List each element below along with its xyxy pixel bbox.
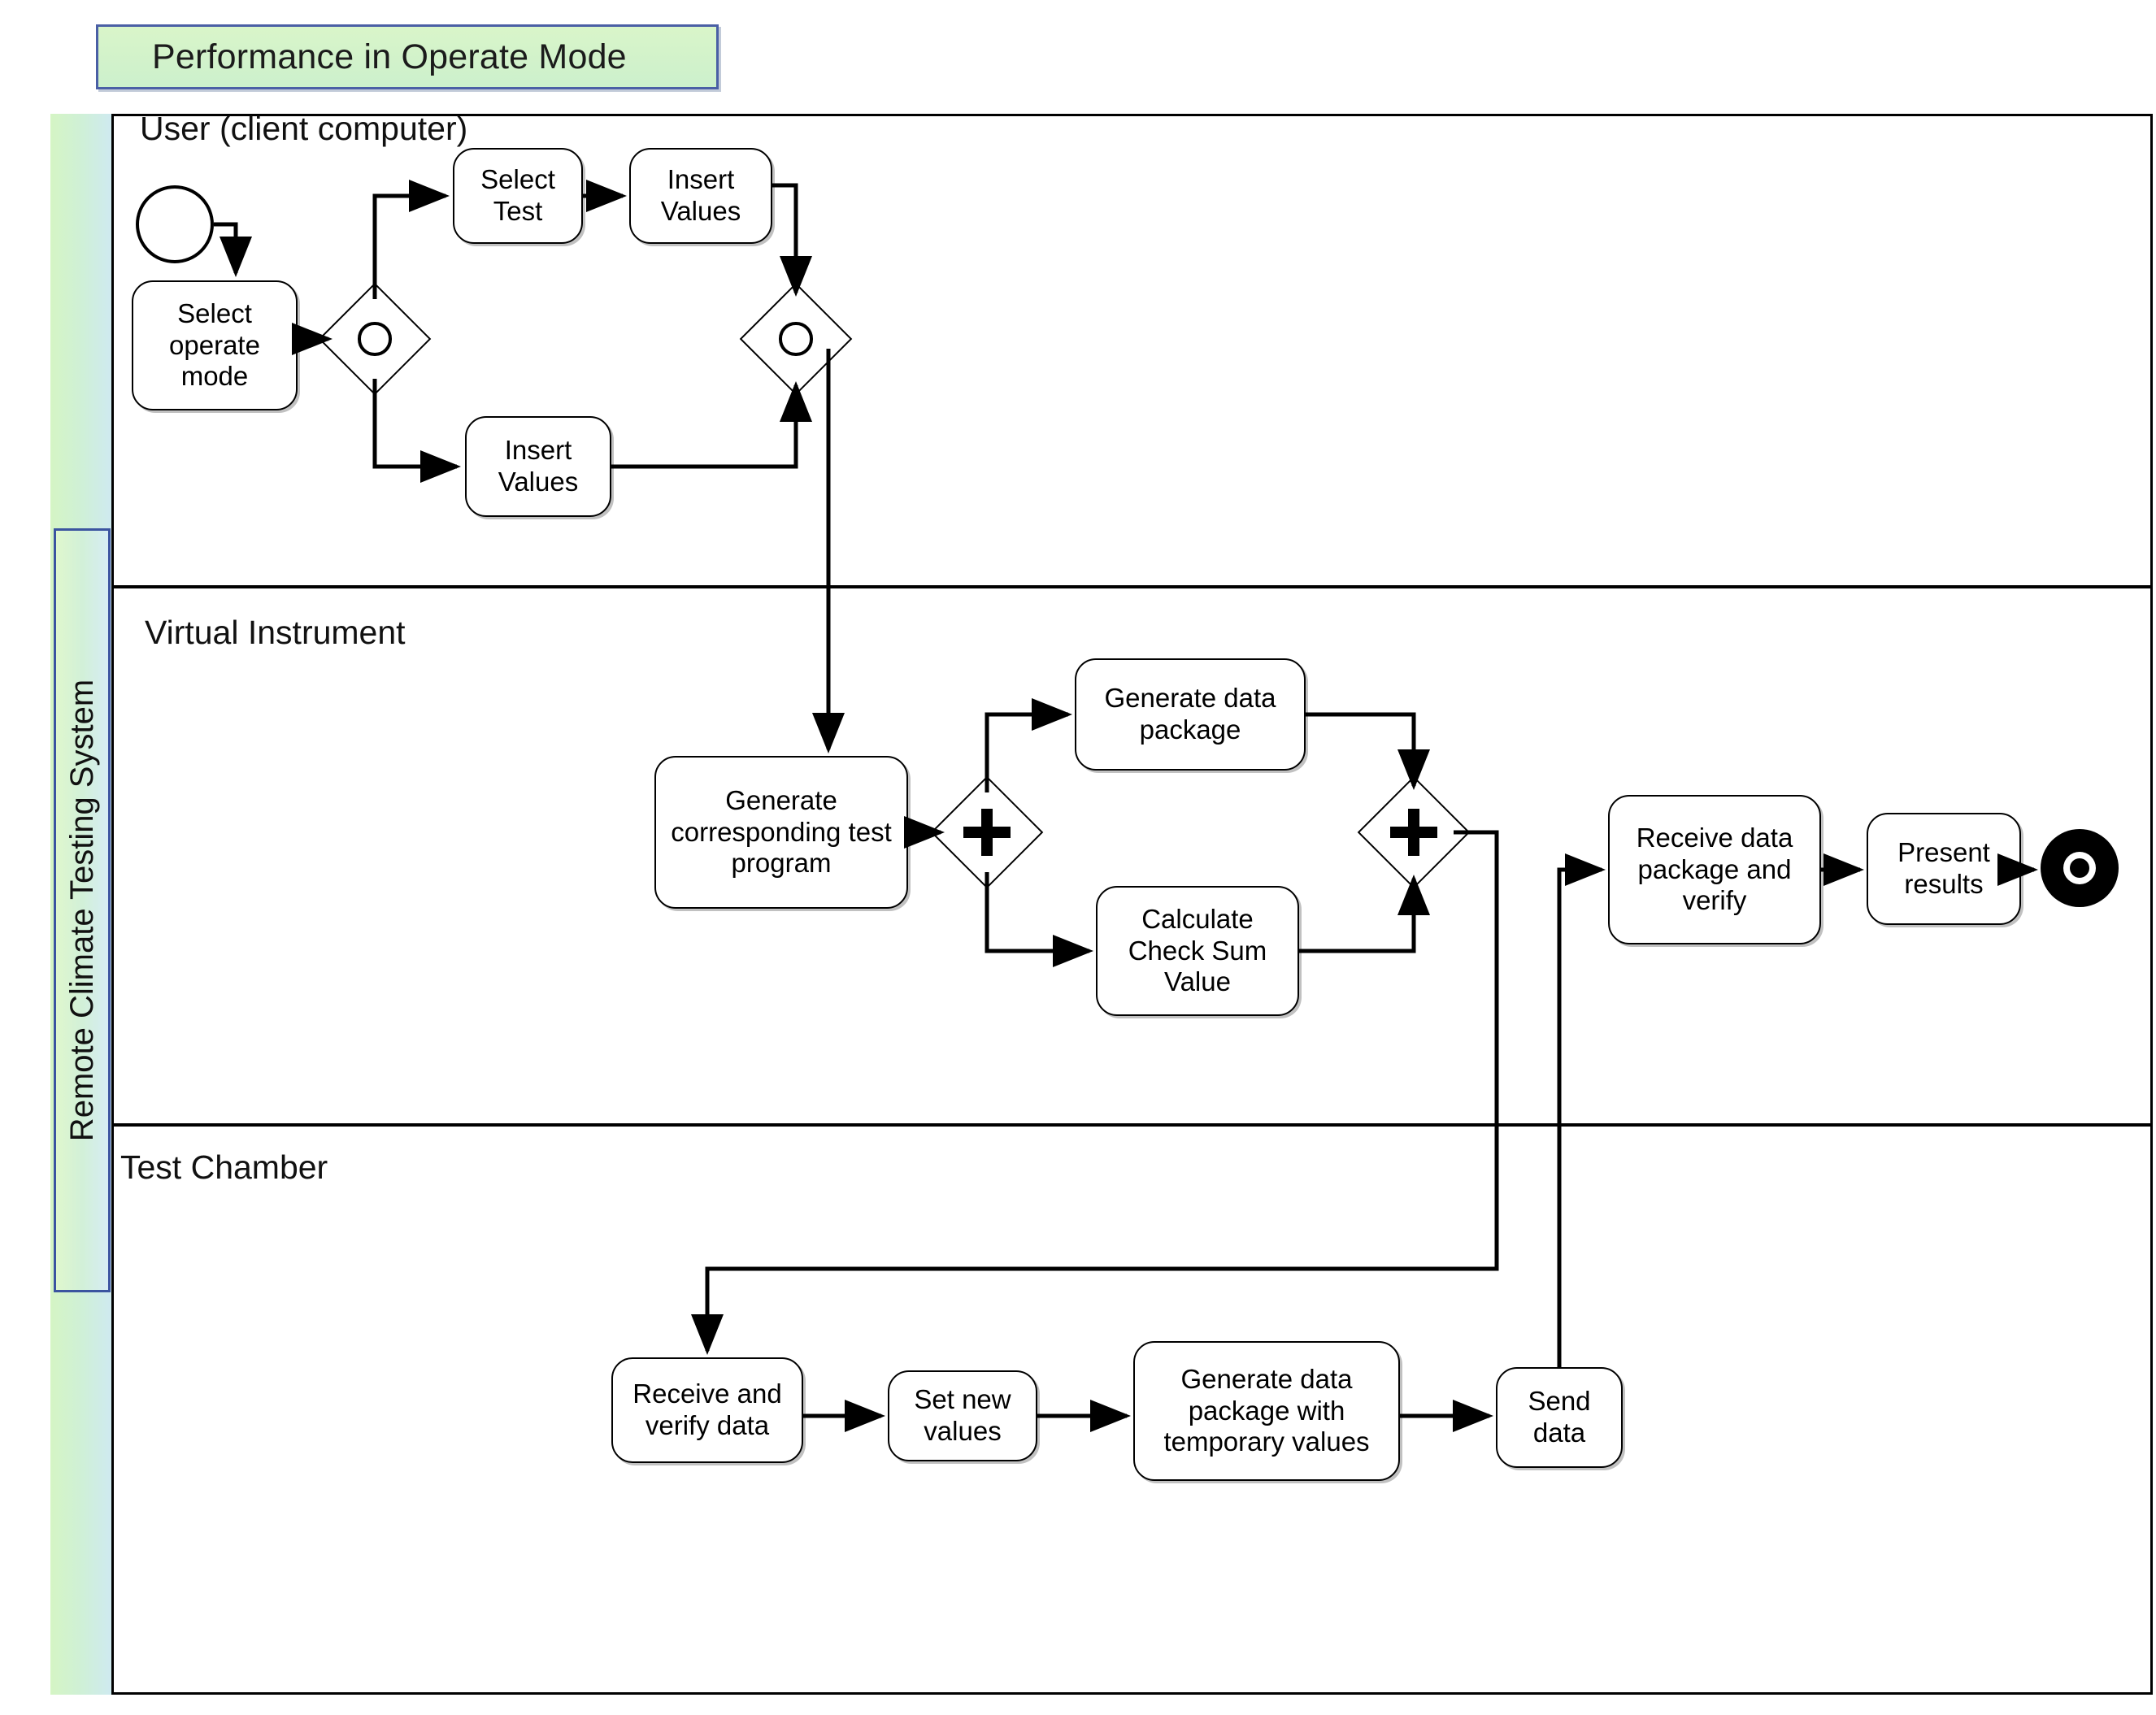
lane-divider-vi-chamber — [114, 1123, 2150, 1127]
start-event — [136, 185, 214, 263]
pool-label-frame — [54, 528, 111, 1292]
task-generate-data-package-with-temporary-values[interactable]: Generate data package with temporary val… — [1133, 1341, 1400, 1481]
end-event — [2041, 829, 2119, 907]
gateway-and-marker — [1374, 792, 1454, 872]
lane-title-test-chamber: Test Chamber — [120, 1148, 328, 1186]
gateway-or-split-user[interactable] — [318, 282, 432, 396]
lane-title-user: User (client computer) — [140, 110, 468, 147]
task-generate-data-package[interactable]: Generate data package — [1075, 658, 1306, 771]
task-select-test[interactable]: Select Test — [453, 148, 583, 244]
task-present-results[interactable]: Present results — [1867, 813, 2021, 925]
task-set-new-values[interactable]: Set new values — [888, 1370, 1037, 1461]
lane-divider-user-vi — [114, 585, 2150, 588]
gateway-or-marker — [335, 299, 415, 379]
gateway-and-split-vi[interactable] — [930, 775, 1044, 889]
diagram-title: Performance in Operate Mode — [152, 37, 627, 76]
task-receive-and-verify-data[interactable]: Receive and verify data — [611, 1357, 803, 1463]
task-select-operate-mode[interactable]: Select operate mode — [132, 280, 298, 410]
pool-label: Remote Climate Testing System — [63, 679, 100, 1142]
task-generate-corresponding-test-program[interactable]: Generate corresponding test program — [654, 756, 908, 909]
gateway-or-marker — [756, 299, 836, 379]
lane-title-virtual-instrument: Virtual Instrument — [145, 614, 406, 651]
diagram-title-box: Performance in Operate Mode — [96, 24, 719, 89]
task-send-data[interactable]: Send data — [1496, 1367, 1623, 1468]
task-receive-data-package-and-verify[interactable]: Receive data package and verify — [1608, 795, 1821, 944]
task-calculate-check-sum-value[interactable]: Calculate Check Sum Value — [1096, 886, 1299, 1016]
gateway-and-marker — [947, 792, 1027, 872]
task-insert-values-top[interactable]: Insert Values — [629, 148, 772, 244]
task-insert-values-bottom[interactable]: Insert Values — [465, 416, 611, 517]
gateway-or-join-user[interactable] — [739, 282, 853, 396]
gateway-and-join-vi[interactable] — [1357, 775, 1471, 889]
